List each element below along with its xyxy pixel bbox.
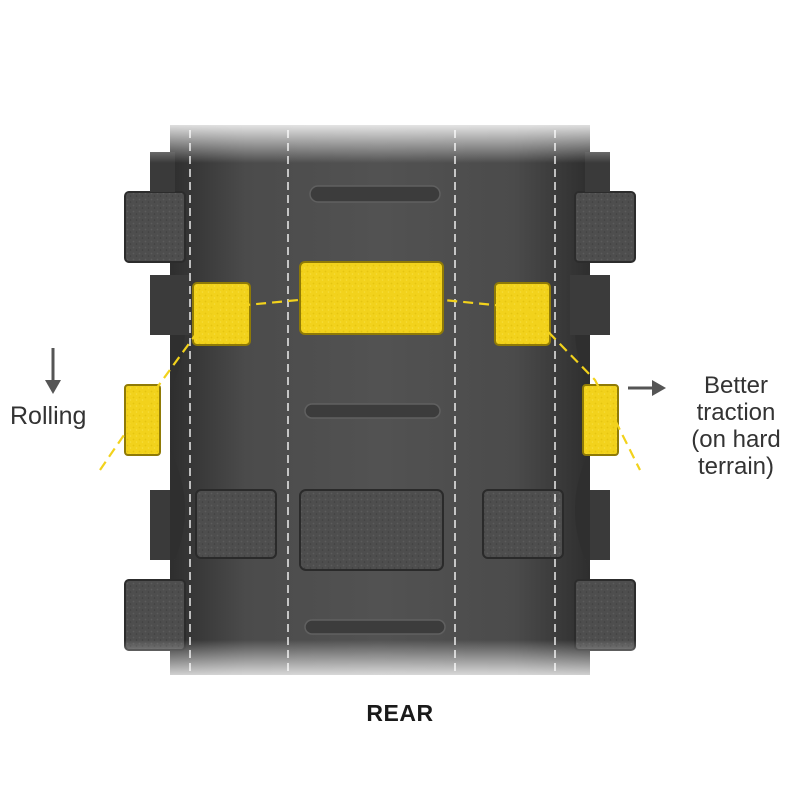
shoulder-curve <box>575 450 590 570</box>
shoulder-curve <box>170 450 185 570</box>
grey-knob <box>150 275 190 335</box>
side-lug <box>574 191 636 263</box>
tire-body <box>120 118 640 685</box>
center-groove <box>304 619 446 635</box>
grey-knob <box>195 489 277 559</box>
center-groove <box>309 185 441 203</box>
highlighted-knob <box>192 282 251 346</box>
side-lug <box>124 579 186 651</box>
highlighted-knob <box>582 384 619 456</box>
rolling-label: Rolling <box>10 402 87 430</box>
tire-carcass <box>170 125 590 675</box>
arrow-right-icon <box>628 380 666 396</box>
position-label: REAR <box>366 700 434 726</box>
traction-label: Better traction (on hard terrain) <box>676 372 796 480</box>
traction-label-line: (on hard <box>691 426 781 453</box>
traction-label-line: terrain) <box>697 453 775 480</box>
side-lug <box>124 191 186 263</box>
highlighted-knob <box>494 282 551 346</box>
traction-label-line: Better <box>703 372 769 399</box>
traction-label-line: traction <box>696 399 776 426</box>
bottom-fade <box>120 640 640 685</box>
grey-knob <box>299 489 444 571</box>
side-lug <box>574 579 636 651</box>
top-fade <box>120 118 640 163</box>
highlighted-knob <box>299 261 444 335</box>
traction-profile-line <box>99 291 641 471</box>
center-groove <box>304 403 441 419</box>
highlighted-knob <box>124 384 161 456</box>
grey-knob <box>482 489 564 559</box>
grey-knob <box>570 275 610 335</box>
arrow-down-icon <box>45 348 61 394</box>
